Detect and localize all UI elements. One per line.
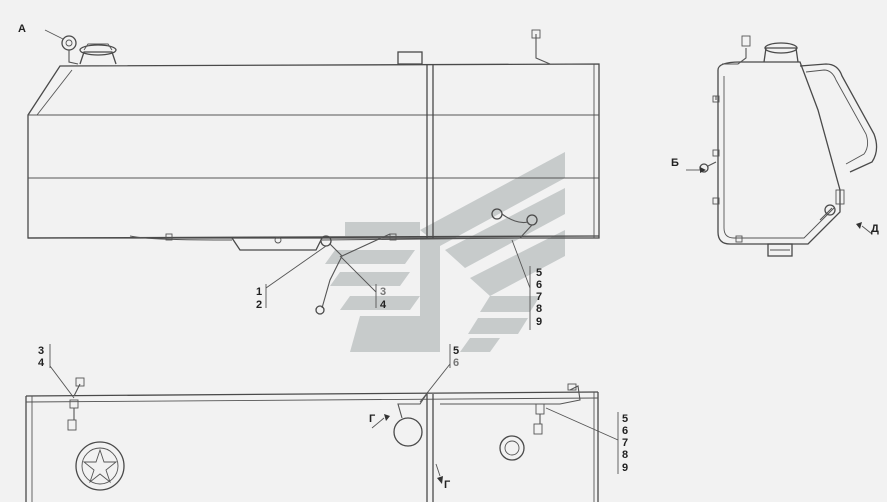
view-a-label: А (18, 23, 26, 35)
manufacturer-logo-watermark (325, 152, 565, 352)
view-b-label: Б (671, 157, 679, 169)
callout-5-top: 5 (536, 267, 542, 279)
callout-3-bottom: 3 (38, 345, 44, 357)
callout-6-top: 6 (536, 279, 542, 291)
callout-3-top: 3 (380, 286, 386, 298)
callout-2: 2 (256, 299, 262, 311)
callout-8-top: 8 (536, 303, 542, 315)
callout-5-right: 5 (622, 413, 628, 425)
callout-6-bottom: 6 (453, 357, 459, 369)
section-g-label-1: Г (369, 413, 376, 425)
callout-4-bottom: 4 (38, 357, 45, 369)
callout-9-right: 9 (622, 462, 628, 474)
callout-4-top: 4 (380, 299, 387, 311)
callout-1: 1 (256, 286, 262, 298)
view-d-label: Д (871, 223, 879, 235)
callout-6-right: 6 (622, 425, 628, 437)
callout-7-top: 7 (536, 291, 542, 303)
callout-9-top: 9 (536, 316, 542, 328)
tank-plan-view (25, 344, 619, 502)
callout-8-right: 8 (622, 449, 628, 461)
tank-side-view (27, 29, 600, 330)
section-g-label-2: Г (444, 479, 451, 491)
callout-5-bottom: 5 (453, 345, 459, 357)
tank-end-view (686, 35, 878, 257)
callout-7-right: 7 (622, 437, 628, 449)
